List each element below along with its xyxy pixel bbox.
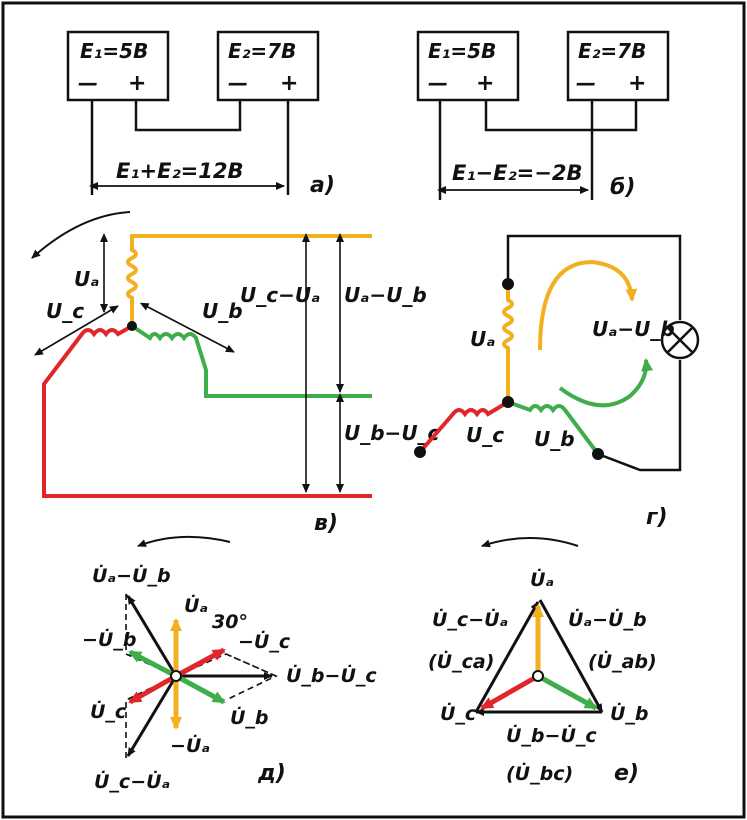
uc-ua-phasor [126, 675, 178, 757]
uc-phasor [128, 673, 178, 705]
ub-label: U_b [534, 427, 575, 451]
e2-minus-terminal: — [228, 71, 248, 95]
uab-label: (U̇_ab) [588, 651, 657, 673]
ub-uc-label: U̇_b−U̇_c [506, 725, 597, 747]
minus-ub-label: −U̇_b [82, 629, 136, 651]
source-e2-label: E₂=7В [578, 39, 646, 63]
ub-phasor [536, 673, 598, 711]
panel-b-result: E₁−E₂=−2В [452, 161, 583, 185]
e1-minus-terminal: — [428, 71, 448, 95]
source-e1-label: E₁=5В [428, 39, 496, 63]
panel-g-lamp-circuit: Uₐ Uₐ−U_b U_c U_b г) [414, 234, 700, 530]
neutral-node [502, 396, 514, 408]
panel-v-tag: в) [314, 511, 338, 536]
lamp-circuit-wires [506, 234, 682, 472]
uca-label: (U̇_ca) [428, 651, 494, 673]
ua-label: Uₐ [470, 327, 495, 351]
rotation-arrow [137, 535, 231, 547]
panel-a-wiring [90, 100, 290, 195]
ub-label: U̇_b [230, 707, 269, 729]
e2-minus-terminal: — [576, 71, 596, 95]
origin-node [170, 670, 182, 682]
ua-ub-label: Uₐ−U_b [344, 283, 427, 307]
panel-g-tag: г) [646, 505, 668, 530]
phase-b-winding [507, 400, 600, 456]
e2-plus-terminal: + [280, 71, 298, 96]
phase-b-winding [130, 324, 372, 398]
terminal-a [502, 278, 514, 290]
source-e1-box [66, 30, 170, 102]
ua-ub-label: U̇ₐ−U̇_b [568, 609, 647, 631]
terminal-c [414, 446, 426, 458]
ua-ub-label: Uₐ−U_b [592, 317, 675, 341]
uc-ua-label: U̇_c−U̇ₐ [432, 609, 508, 631]
panel-a-series-sources: E₁=5В E₂=7В — + — + E₁+E₂=12В а) [66, 30, 335, 198]
panel-e-tag: е) [614, 761, 639, 786]
source-e1-label: E₁=5В [80, 39, 148, 63]
ub-arrow [139, 302, 235, 353]
uc-ua-side [474, 601, 540, 713]
minus-ub-phasor [128, 649, 178, 679]
panel-a-result: E₁+E₂=12В [116, 159, 244, 183]
e1-plus-terminal: + [476, 71, 494, 96]
uc-ua-label: U_c−Uₐ [240, 283, 320, 307]
minus-uc-label: −U̇_c [238, 631, 291, 653]
origin-node [532, 670, 544, 682]
panel-b-wiring [438, 100, 638, 200]
uc-label: U̇_c [90, 701, 127, 723]
uc-ua-label: U̇_c−U̇ₐ [94, 771, 170, 793]
ua-ub-label: U̇ₐ−U̇_b [92, 565, 171, 587]
angle-label: 30° [212, 611, 248, 633]
uc-label: U_c [46, 299, 84, 323]
ub-label: U_b [202, 299, 243, 323]
source-e2-label: E₂=7В [228, 39, 296, 63]
ub-phasor [174, 673, 226, 705]
uc-label: U_c [466, 423, 504, 447]
phase-a-winding [126, 234, 372, 326]
ua-label: U̇ₐ [530, 569, 554, 591]
e1-plus-terminal: + [128, 71, 146, 96]
current-arrow-b [558, 358, 654, 408]
panel-b-tag: б) [610, 175, 635, 200]
panel-d-phasor-diagram: U̇ₐ−U̇_b U̇ₐ 30° −U̇_c −U̇_b U̇_b−U̇_c U… [82, 535, 377, 793]
rotation-arrow [481, 537, 579, 548]
e1-minus-terminal: — [78, 71, 98, 95]
ubc-label: (U̇_bc) [506, 763, 573, 785]
lamp-cross [667, 327, 693, 353]
ua-label: U̇ₐ [184, 595, 208, 617]
minus-uc-phasor [174, 647, 226, 679]
source-e2-box [566, 30, 670, 102]
construction-lines [125, 593, 278, 758]
uc-phasor [480, 673, 540, 711]
uc-arrow [33, 305, 119, 356]
e2-plus-terminal: + [628, 71, 646, 96]
ub-uc-label: U̇_b−U̇_c [286, 665, 377, 687]
panel-d-tag: д) [257, 761, 286, 786]
panel-e-triangle-phasors: U̇ₐ U̇_c−U̇ₐ U̇ₐ−U̇_b (U̇_ca) (U̇_ab) U̇… [428, 537, 657, 786]
rotation-arrow [31, 211, 131, 259]
phase-c-winding [418, 400, 510, 454]
source-e2-box [216, 30, 320, 102]
phase-c-winding [42, 324, 372, 498]
panel-v-star-line-voltages: Uₐ U_c U_b U_c−Uₐ Uₐ−U_b U_b−U_c в) [31, 211, 440, 536]
minus-ua-label: −U̇ₐ [170, 735, 210, 757]
terminal-b [592, 448, 604, 460]
ua-ub-side [538, 599, 604, 713]
uc-label: U̇_c [440, 703, 477, 725]
ub-label: U̇_b [610, 703, 649, 725]
ua-label: Uₐ [74, 267, 99, 291]
ub-uc-label: U_b−U_c [344, 421, 440, 445]
neutral-node [127, 321, 137, 331]
panel-b-opposing-sources: E₁=5В E₂=7В — + — + E₁−E₂=−2В б) [416, 30, 670, 200]
phase-a-winding [502, 284, 514, 402]
current-arrow-a [538, 259, 638, 351]
panel-a-tag: а) [310, 173, 335, 198]
ua-ub-phasor [126, 595, 178, 677]
source-e1-box [416, 30, 520, 102]
